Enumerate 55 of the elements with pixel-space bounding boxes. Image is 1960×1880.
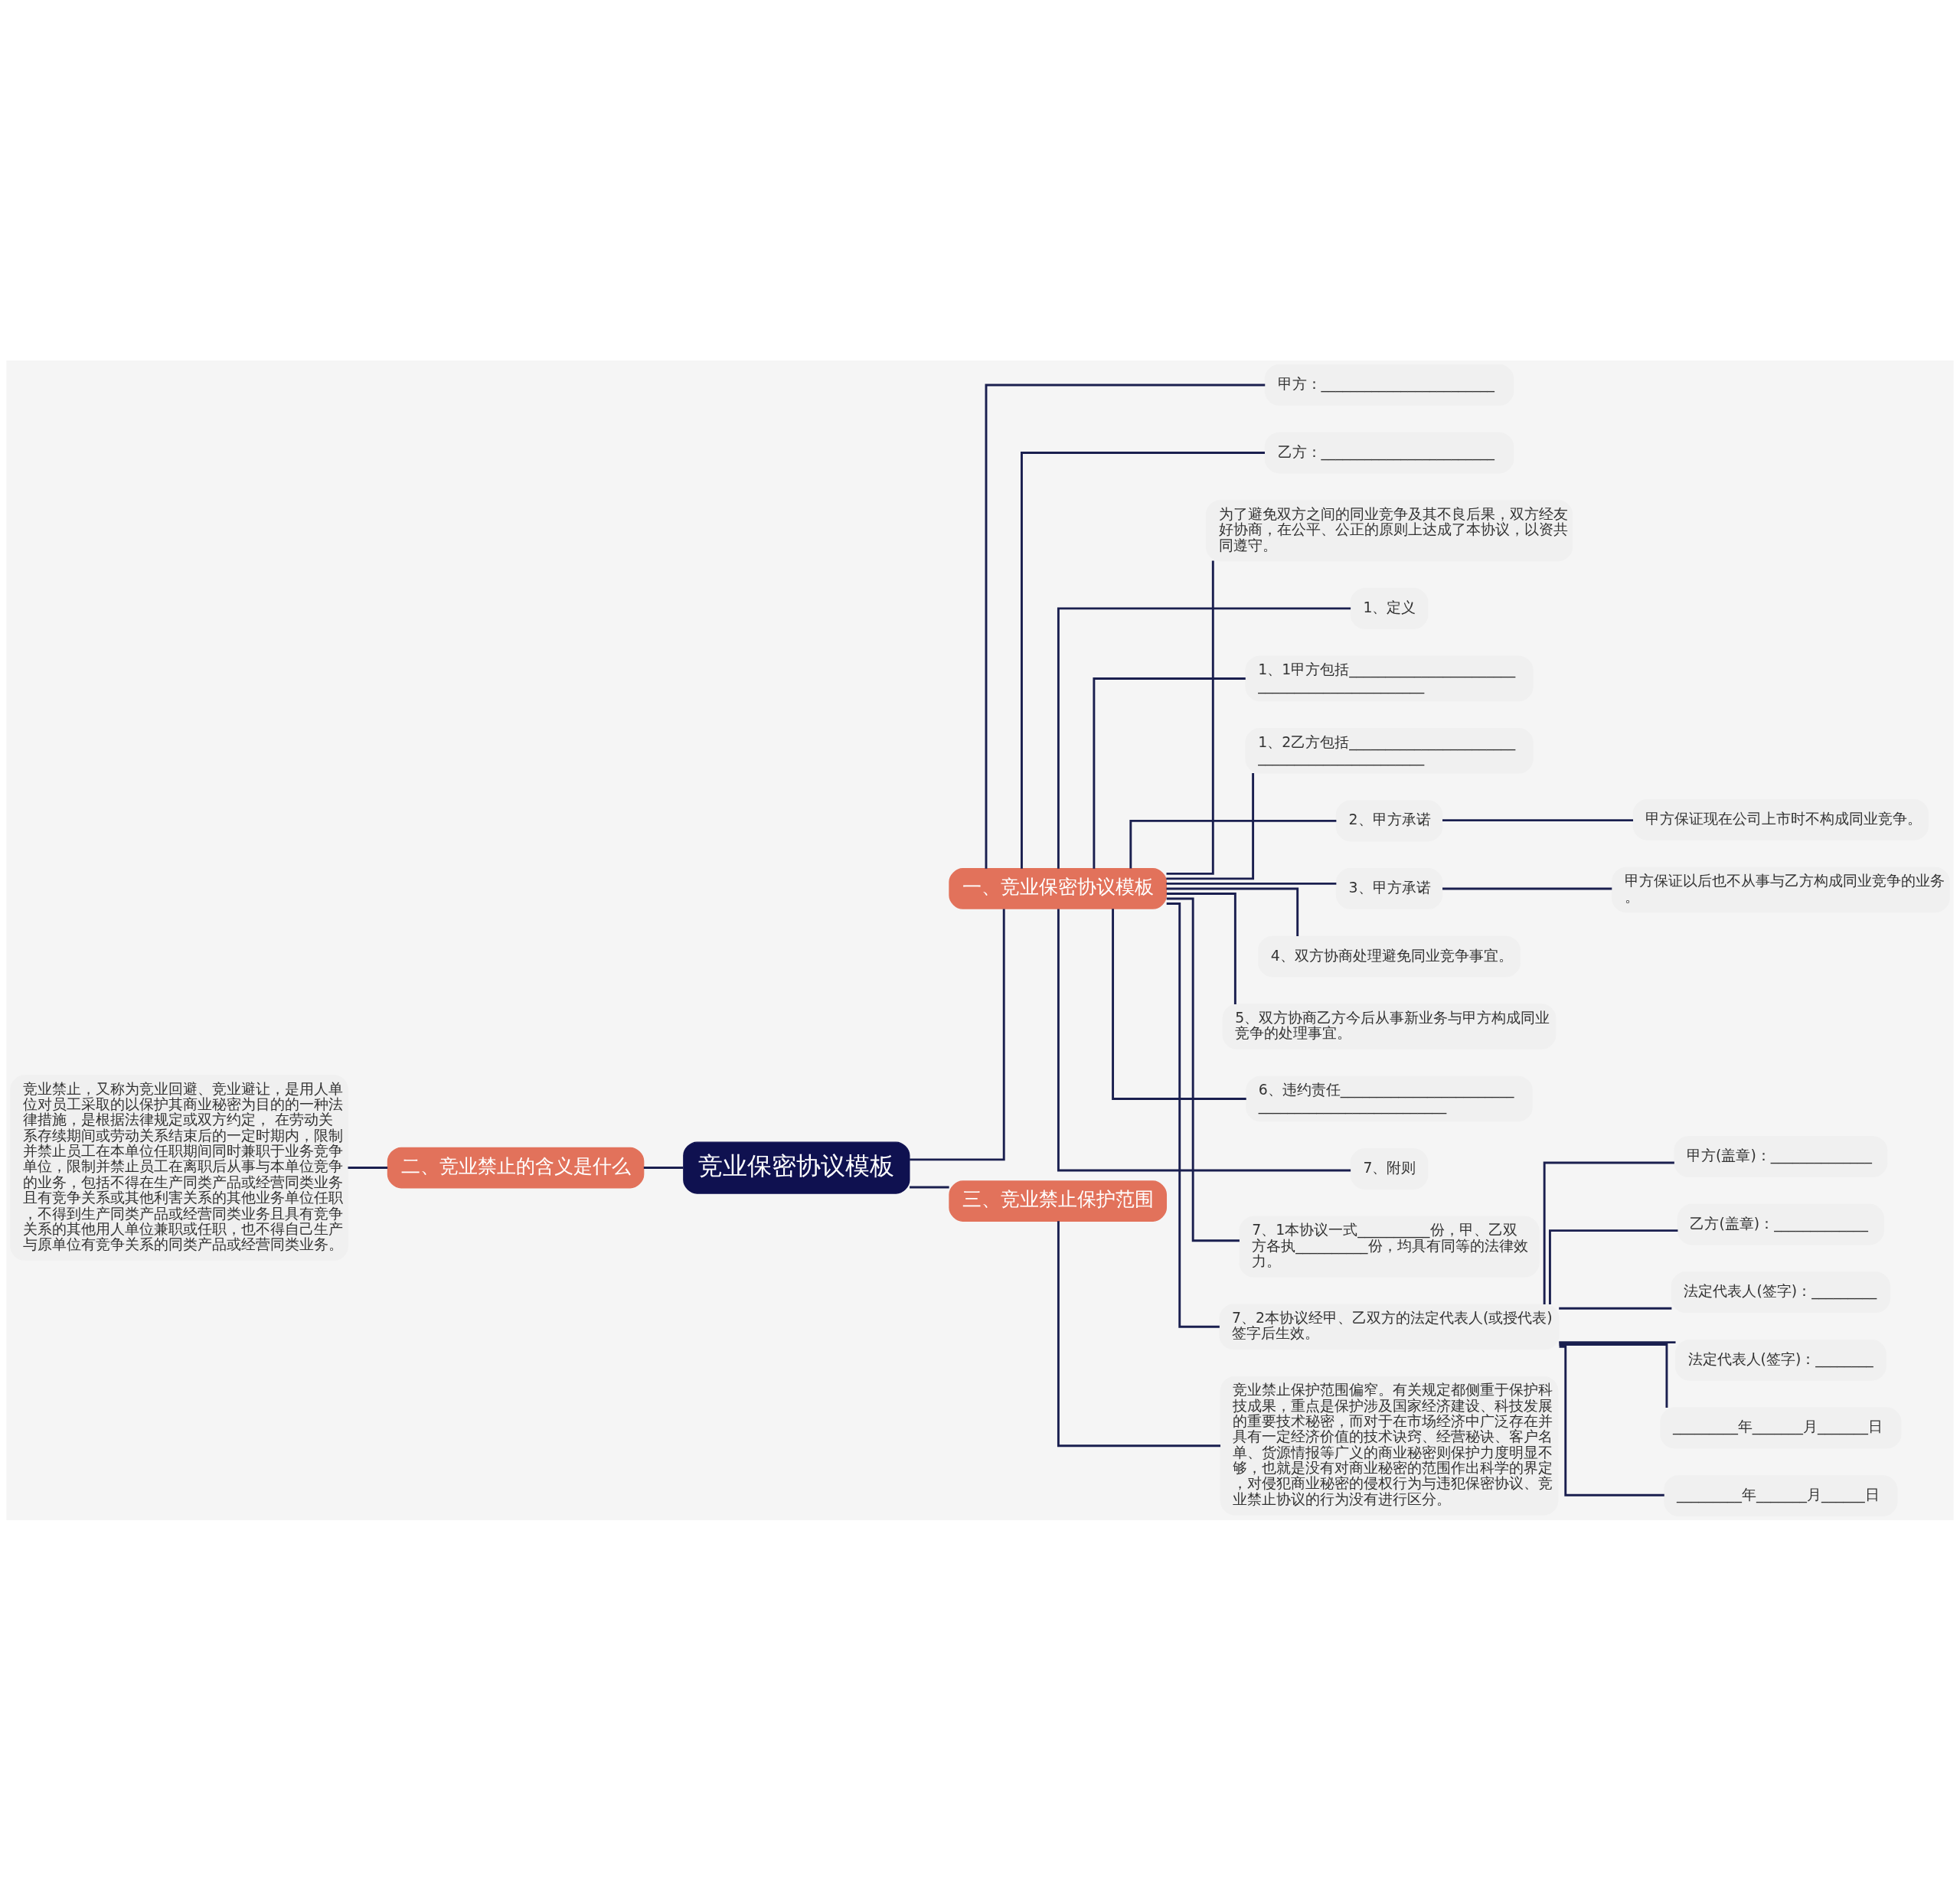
connector	[1057, 606, 1351, 869]
node-box: 二、竞业禁止的含义是什么	[387, 1147, 645, 1188]
node-text: 竞业禁止，又称为竞业回避、竞业避让，是用人单位对员工采取的以保护其商业秘密为目的的一种法律措施，是根据法律规定或双方约定， 在劳动关系存续期间或劳动关系结束后的一定时期内，限制并禁止员工在本单位任职期间同时兼职于业务竞争单位，限制并禁止员工在离职后从事与本单位竞争的业务，包括不得在生产同类产品或经营同类业务且有竞争关系或其他利害关系的其他业务单位任职，不得到生产同类产品或经营同类业务且具有竞争关系的其他用人单位兼职或任职，也不得自己生产与原单位有竞争关系的同类产品或经营同类业务。	[23, 1079, 344, 1252]
node-text: 7、2本协议经甲、乙双方的法定代表人(或授代表)签字后生效。	[1232, 1308, 1553, 1341]
connector	[1166, 902, 1220, 1328]
connector	[1112, 908, 1246, 1100]
connector	[643, 1166, 684, 1169]
node-text: 5、双方协商乙方今后从事新业务与甲方构成同业竞争的处理事宜。	[1235, 1008, 1550, 1041]
connector	[910, 909, 1005, 1160]
node-text: 法定代表人(签字)：_________	[1684, 1281, 1877, 1299]
connector	[1166, 772, 1255, 880]
connector	[1543, 1161, 1674, 1304]
node-box: 一、竞业保密协议模板	[949, 867, 1168, 909]
connector	[1559, 1345, 1664, 1496]
node-box: 三、竞业禁止保护范围	[949, 1180, 1168, 1222]
node-text: _________年_______月______日	[1677, 1485, 1880, 1503]
connector	[1166, 882, 1337, 885]
node-text: 甲方保证现在公司上市时不构成同业竞争。	[1645, 809, 1922, 827]
node-text: 7、附则	[1363, 1158, 1416, 1176]
connector	[1559, 1307, 1672, 1310]
connector	[1057, 1220, 1221, 1447]
node-text: 法定代表人(签字)：________	[1687, 1350, 1873, 1367]
connector	[1057, 908, 1351, 1171]
node-text: 2、甲方承诺	[1348, 810, 1431, 827]
connector	[1166, 897, 1240, 1242]
node-box: 竞业保密协议模板	[683, 1141, 910, 1194]
connector	[985, 384, 1266, 869]
connector	[1559, 1343, 1668, 1408]
node-text: 6、违约责任__________________________________________________	[1258, 1080, 1514, 1114]
connector	[1442, 818, 1634, 821]
connector	[348, 1166, 388, 1169]
connector	[1166, 887, 1299, 936]
node-text: 3、甲方承诺	[1348, 878, 1431, 896]
connector	[910, 1186, 949, 1188]
node-text: 甲方：________________________	[1277, 374, 1495, 392]
connector	[1166, 892, 1236, 1004]
node-text: 1、1甲方包括______________________________________________	[1258, 660, 1516, 694]
node-text: 甲方保证以后也不从事与乙方构成同业竞争的业务。	[1624, 871, 1945, 905]
connector	[1129, 819, 1337, 868]
connector	[1021, 451, 1265, 869]
node-text: 乙方(盖章)：_____________	[1690, 1214, 1868, 1232]
connector	[1166, 560, 1214, 875]
node-text: 7、1本协议一式__________份，甲、乙双方各执__________份，均具有同等的法律效力。	[1252, 1220, 1528, 1269]
connector	[1442, 887, 1612, 889]
connector	[1093, 677, 1246, 869]
node-text: _________年_______月_______日	[1672, 1417, 1883, 1434]
node-text: 为了避免双方之间的同业竞争及其不良后果，双方经友好协商，在公平、公正的原则上达成了本协议，以资共同遵守。	[1218, 504, 1568, 553]
node-text: 4、双方协商处理避免同业竞争事宜。	[1270, 946, 1513, 963]
connector	[1559, 1340, 1676, 1343]
node-text: 竞业禁止保护范围偏窄。有关规定都侧重于保护科技成果，重点是保护涉及国家经济建设、科技发展的重要技术秘密，而对于在市场经济中广泛存在并具有一定经济价值的技术诀窍、经营秘诀、客户名单、货源情报等广义的商业秘密则保护力度明显不够，也就是没有对商业秘密的范围作出科学的界定，对侵犯商业秘密的侵权行为与违犯保密协议、竞业禁止协议的行为没有进行区分。	[1233, 1380, 1553, 1507]
node-text: 1、2乙方包括______________________________________________	[1258, 733, 1516, 765]
connector	[1548, 1229, 1678, 1304]
node-text: 1、定义	[1363, 598, 1416, 615]
node-text: 乙方：________________________	[1277, 442, 1495, 459]
node-text: 甲方(盖章)：______________	[1687, 1146, 1872, 1164]
